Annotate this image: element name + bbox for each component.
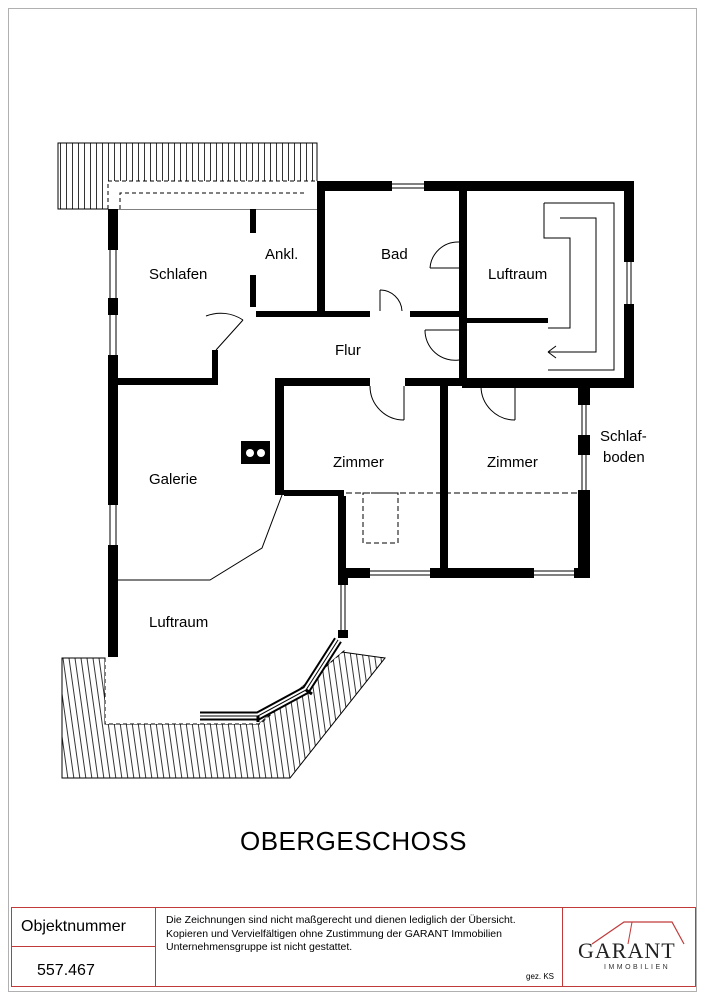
disclaimer-line: Kopieren und Vervielfältigen ohne Zustim…	[166, 927, 502, 940]
room-zimmer-left: Zimmer	[333, 454, 384, 471]
room-flur: Flur	[335, 342, 361, 359]
room-schlafboden-line1: Schlaf-	[600, 428, 647, 445]
balcony-bottom	[61, 610, 386, 779]
room-zimmer-right: Zimmer	[487, 454, 538, 471]
divider	[562, 908, 563, 986]
disclaimer-text: Die Zeichnungen sind nicht maßgerecht un…	[166, 914, 566, 955]
room-galerie: Galerie	[149, 471, 198, 488]
thin-lines	[118, 492, 578, 581]
disclaimer-line: Die Zeichnungen sind nicht maßgerecht un…	[166, 914, 516, 926]
object-number-cell: Objektnummer 557.467	[12, 908, 156, 986]
glass-wall	[200, 637, 342, 722]
page-frame	[8, 8, 697, 992]
room-bad: Bad	[381, 246, 408, 263]
staircase	[543, 202, 615, 371]
walls	[108, 181, 634, 657]
roof-icon	[591, 921, 685, 945]
windows	[105, 178, 636, 630]
door-swings	[205, 241, 516, 421]
drawn-by-label: gez. KS	[526, 972, 555, 981]
logo-name: GARANT	[578, 938, 676, 963]
room-luftraum-top: Luftraum	[488, 266, 548, 283]
object-number-label: Objektnummer	[21, 918, 126, 935]
balcony-top	[57, 142, 318, 210]
room-ankl: Ankl.	[265, 246, 299, 263]
floor-title: OBERGESCHOSS	[239, 826, 468, 856]
room-luftraum-bottom: Luftraum	[149, 614, 209, 631]
logo-subtitle: IMMOBILIEN	[604, 964, 671, 971]
chimney-icon	[241, 441, 270, 464]
disclaimer-line: Unternehmensgruppe ist nicht gestattet.	[166, 941, 353, 953]
room-schlafboden-line2: boden	[603, 449, 645, 466]
object-number-value: 557.467	[37, 962, 95, 979]
divider	[12, 946, 155, 947]
floor-plan	[57, 142, 636, 779]
room-schlafen: Schlafen	[149, 266, 208, 283]
title-block: Objektnummer 557.467 Die Zeichnungen sin…	[11, 907, 696, 987]
garant-logo: GARANT IMMOBILIEN	[572, 916, 690, 972]
